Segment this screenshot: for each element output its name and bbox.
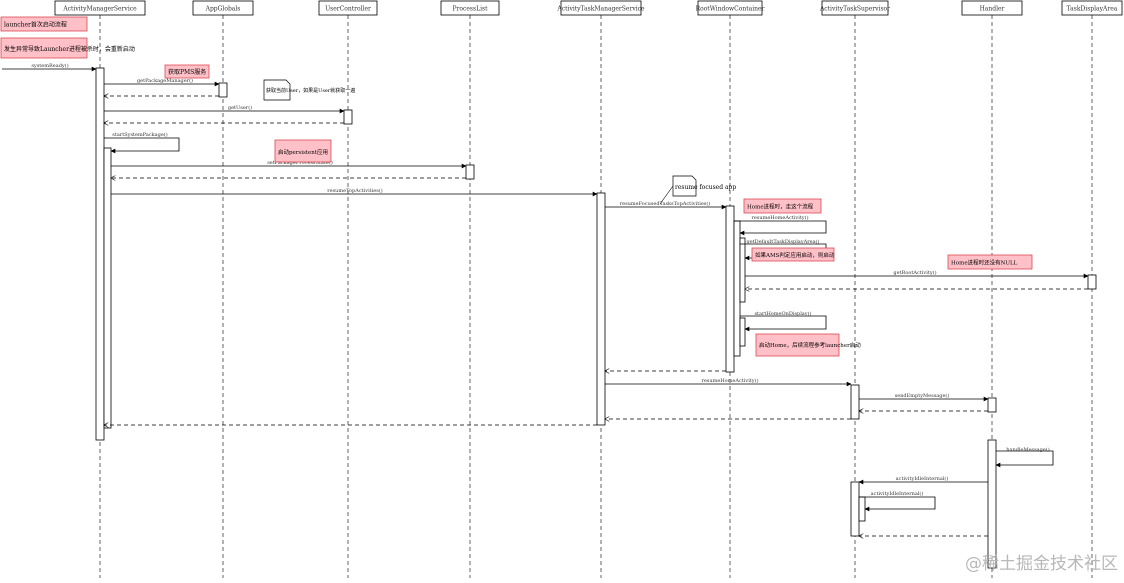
activation-bar [987,439,997,569]
message-label: resumeHomeActivity() [751,214,808,221]
participant-label: RootWindowContainer [696,6,765,13]
message-label: getPackageManager() [137,77,193,84]
activation-bar [1087,274,1097,290]
note-launcher-ref: 启动Home，后续流程参考launcher启动 [755,333,861,357]
activation-bar [739,317,746,347]
message-label: getRootActivity() [893,269,936,276]
activation-bar [850,384,860,420]
note-text: 发生异常导致Launcher进程被杀时，会重新启动 [4,45,135,53]
participant-processlist: ProcessList [440,0,500,16]
participant-handler: Handler [961,0,1023,16]
note-get-pms: 获取PMS服务 [164,64,210,79]
note-launcher-start: launcher首次启动流程 [0,16,88,32]
activation-bar [95,67,105,441]
message-label: sendEmptyMessage() [895,392,950,399]
message-label: getUser() [228,104,252,111]
participant-label: ActivityTaskManagerService [556,6,645,13]
participant-usercontroller: UserController [318,0,378,16]
message-label: handleMessage() [1006,446,1049,453]
participant-label: ActivityTaskSupervisor [819,6,890,13]
participant-activitymanagerservice: ActivityManagerService [54,0,146,16]
message-label: activityIdleInternal() [871,490,924,497]
activation-bar [739,237,746,303]
message-label: systemReady() [31,62,68,69]
note-resume-focused: resume focused app [659,175,736,205]
activation-bar [465,164,475,180]
participant-appglobals: AppGlobals [192,0,254,16]
message-label: resumeHomeActivity() [701,377,758,384]
activation-bar [596,192,606,426]
note-text: 启动Home，后续流程参考launcher启动 [759,341,861,349]
note-restart-condition: 发生异常导致Launcher进程被杀时，会重新启动 [0,37,135,59]
note-text: 启动persistent应用 [278,148,328,156]
activations [95,67,1097,569]
note-ams: 如果AMS判定应用启动，则启动 [751,247,835,262]
participant-activitytaskmanagerservice: ActivityTaskManagerService [556,0,645,16]
message-label: getDefaultTaskDisplayArea() [747,238,820,245]
participant-label: TaskDisplayArea [1067,6,1118,13]
message-label: resumeTopActivities() [327,187,383,194]
participant-activitytasksupervisor: ActivityTaskSupervisor [819,0,890,16]
note-persistent-apps: 启动persistent应用 [274,139,332,163]
activation-bar [343,109,353,125]
watermark-text: @稀土掘金技术社区 [965,554,1118,574]
message-label: setPackageProcessState() [267,159,333,166]
message-label: startHomeOnDisplay() [754,310,811,317]
activation-bar [103,147,112,429]
message-label: resumeFocusedTasksTopActivities() [620,200,711,207]
self-message-arrow [740,315,827,332]
self-message-arrow [995,450,1054,468]
self-message-arrow [104,137,180,154]
participant-label: ActivityManagerService [62,6,137,13]
note-text: 获取当前User，如果是User就获取一遍 [266,87,355,94]
activation-bar [725,205,735,373]
lifelines [99,15,1093,578]
activation-bar [850,481,860,537]
note-text: Home进程时，走这个流程 [747,203,814,211]
participant-label: ProcessList [453,6,489,13]
activation-bar [218,82,228,98]
note-text: 获取PMS服务 [168,68,206,76]
self-message-arrow [734,220,827,236]
note-text: resume focused app [675,184,736,191]
activation-bar [733,220,741,357]
participant-label: AppGlobals [205,6,241,13]
activation-bar [858,496,866,522]
message-lines [2,66,1089,536]
participant-label: Handler [980,6,1005,13]
participant-label: UserController [325,6,371,13]
note-null: Home进程时还没有NULL [947,254,1033,270]
note-text: Home进程时还没有NULL [951,259,1018,267]
message-labels: systemReady() getPackageManager() getUse… [31,62,1049,497]
message-label: startSystemPackage() [112,131,168,138]
note-user-info: 获取当前User，如果是User就获取一遍 [263,79,355,101]
participant-rootwindowcontainer: RootWindowContainer [696,0,765,16]
note-text: 如果AMS判定应用启动，则启动 [755,251,835,259]
message-label: activityIdleInternal() [896,475,949,482]
note-home: Home进程时，走这个流程 [743,198,822,214]
activation-bar [987,397,997,413]
note-text: launcher首次启动流程 [4,21,67,29]
participant-taskdisplayarea: TaskDisplayArea [1061,0,1123,16]
self-message-arrow [859,496,936,512]
